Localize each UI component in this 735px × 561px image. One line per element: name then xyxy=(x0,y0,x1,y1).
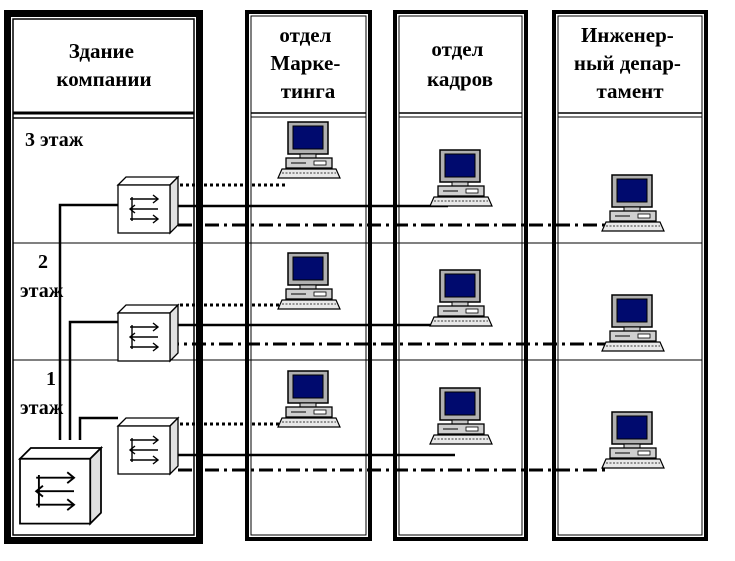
computer-hr-floor-2 xyxy=(429,269,493,327)
floor-label-2: 2 этаж xyxy=(20,251,64,302)
solid-links xyxy=(58,203,455,457)
computer-engineering-floor-1 xyxy=(601,411,665,469)
floor-separators xyxy=(13,242,702,361)
building-column xyxy=(4,10,203,544)
computer-marketing-floor-1 xyxy=(277,370,341,428)
switch-floor-2 xyxy=(117,304,179,362)
main-switch xyxy=(19,447,102,525)
header-hr: отдел кадров xyxy=(427,37,493,91)
marketing-column xyxy=(245,10,372,541)
computer-engineering-floor-2 xyxy=(601,294,665,352)
hr-column xyxy=(393,10,528,541)
floor-label-3: 3 этаж xyxy=(25,129,84,151)
header-building: Здание компании xyxy=(56,39,151,91)
computer-hr-floor-3 xyxy=(429,149,493,207)
computer-marketing-floor-2 xyxy=(277,252,341,310)
engineering-column xyxy=(552,10,708,541)
computer-marketing-floor-3 xyxy=(277,121,341,179)
header-engineering: Инженер- ный депар- тамент xyxy=(574,23,686,103)
computer-engineering-floor-3 xyxy=(601,174,665,232)
header-marketing: отдел Марке- тинга xyxy=(270,23,345,103)
floor-label-1: 1 этаж xyxy=(20,368,64,419)
dotted-links xyxy=(180,183,286,426)
switch-floor-1 xyxy=(117,417,179,475)
computer-hr-floor-1 xyxy=(429,387,493,445)
switch-floor-3 xyxy=(117,176,179,234)
dash-dot-links xyxy=(165,223,610,472)
